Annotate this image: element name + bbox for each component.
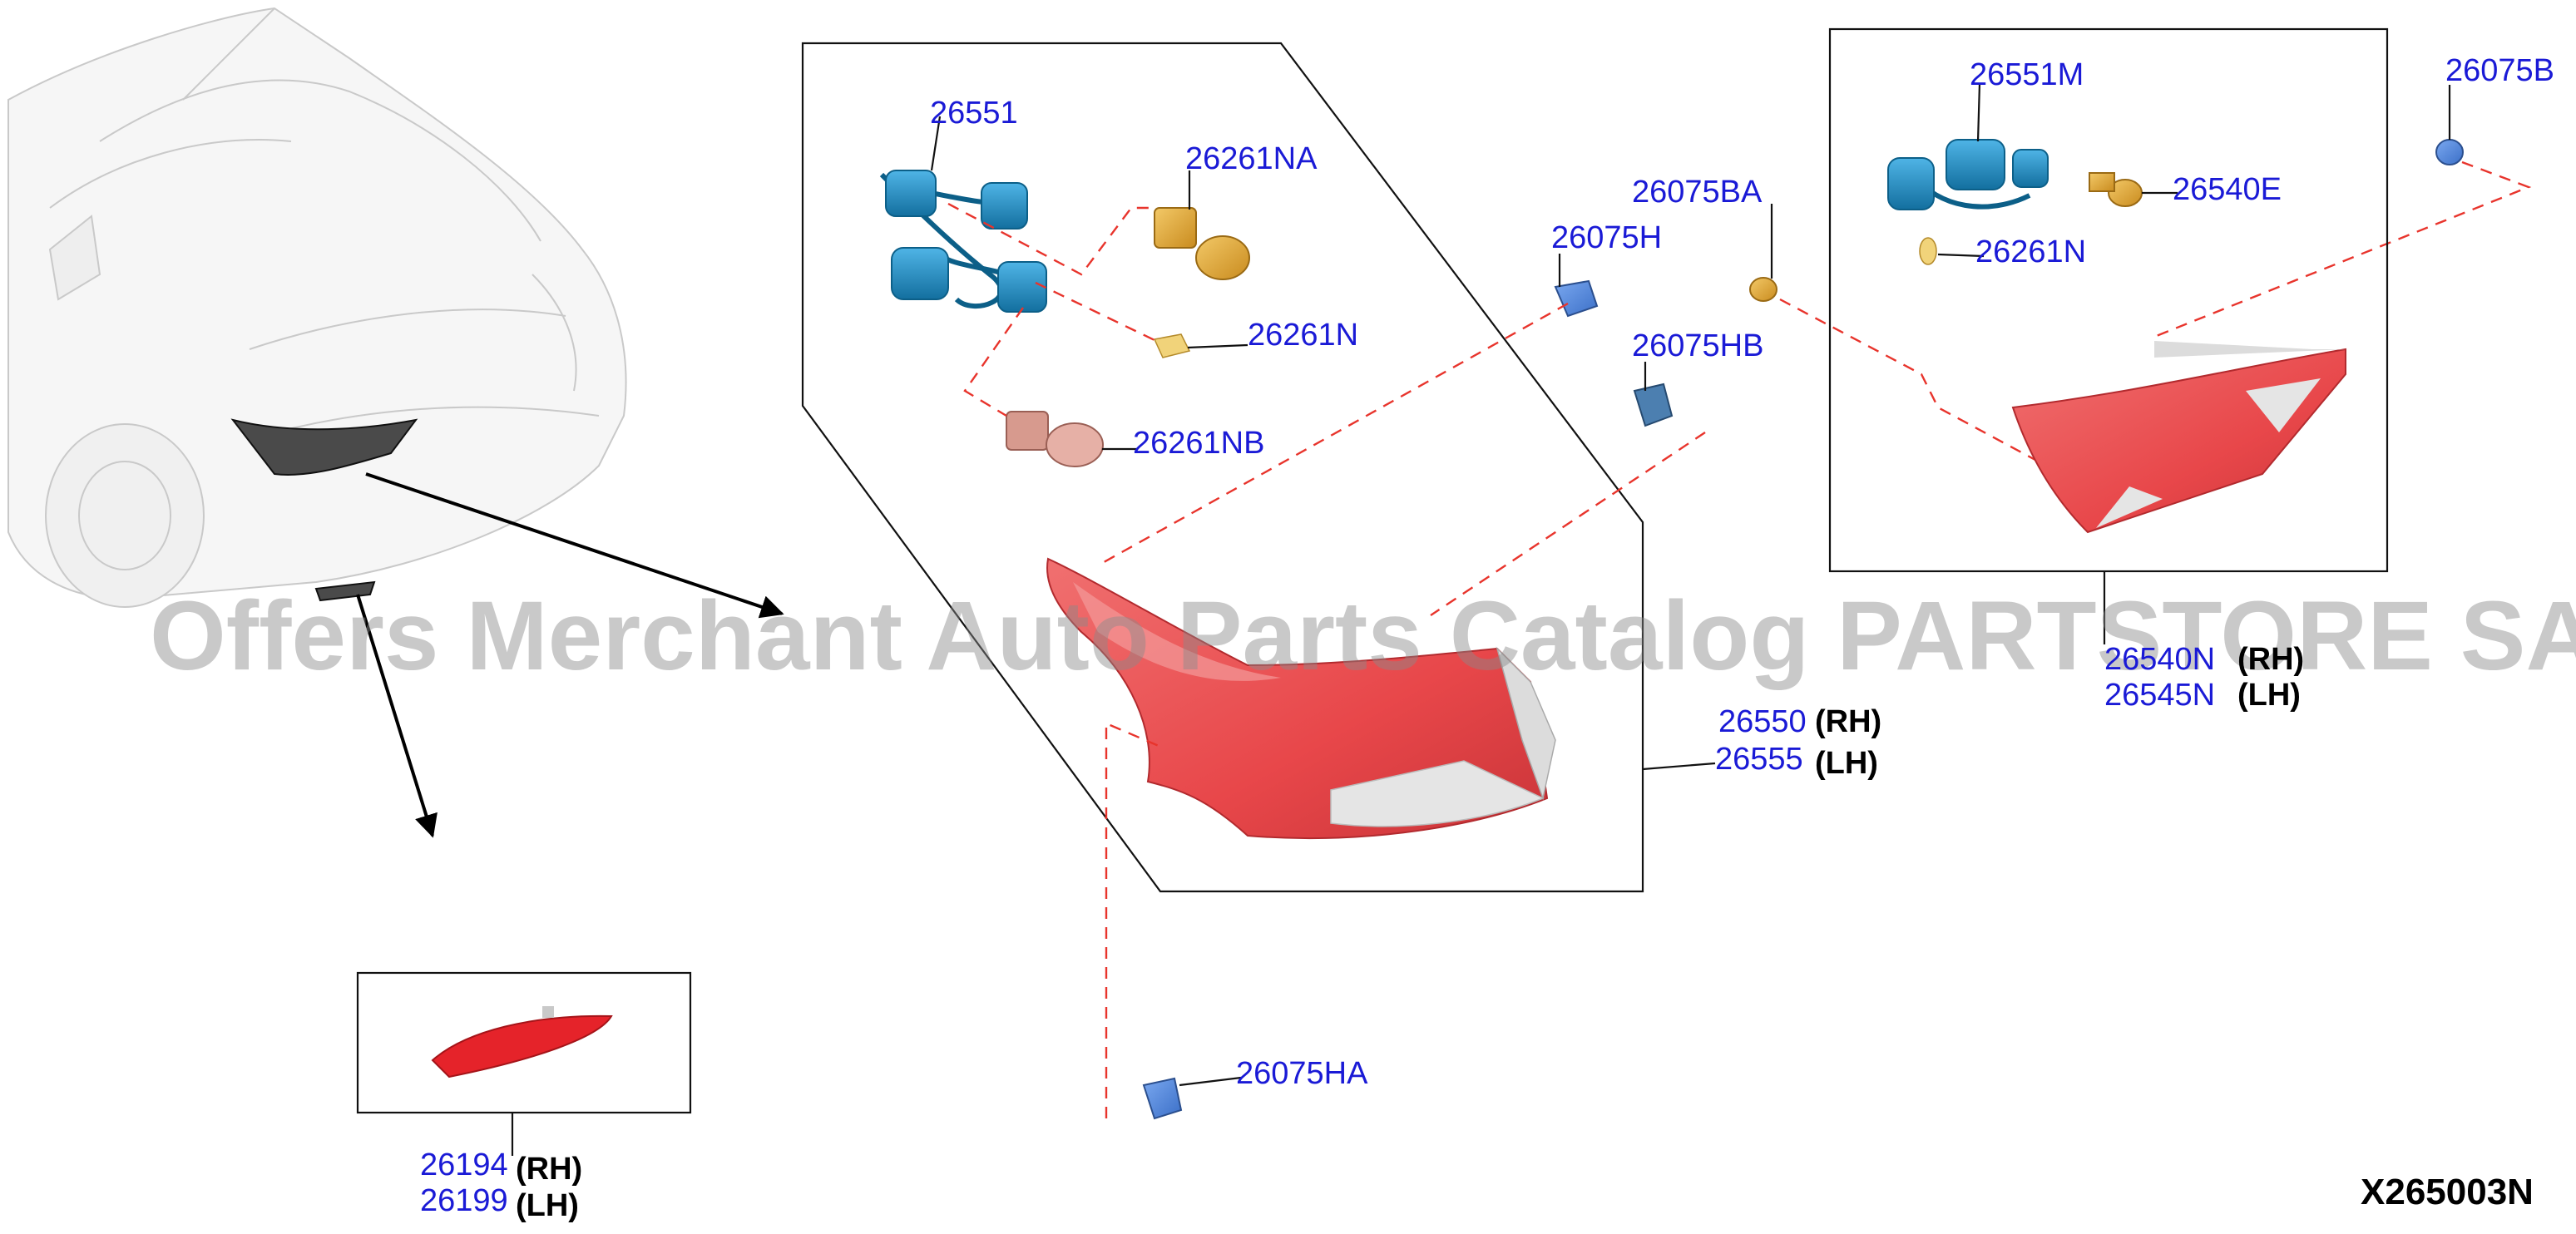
label-26075HA[interactable]: 26075HA	[1236, 1056, 1368, 1091]
lead-26551M	[1976, 82, 1981, 142]
label-26075B[interactable]: 26075B	[2445, 53, 2554, 88]
reflector-icon	[431, 1006, 613, 1079]
bulb-26261NA-icon	[1154, 207, 1250, 280]
side-lh-26545N: (LH)	[2237, 678, 2301, 713]
label-26194[interactable]: 26194	[420, 1148, 508, 1182]
label-26199[interactable]: 26199	[420, 1183, 508, 1218]
clip-26075BA-icon	[1749, 277, 1777, 302]
lead-26261N-right	[1937, 253, 1985, 258]
socket-harness-right-icon	[1887, 139, 2049, 210]
bulb-26261N-left-icon	[1153, 333, 1191, 358]
arrow-to-reflector	[356, 594, 438, 838]
arrow-to-tail-lamp	[365, 472, 784, 619]
car-rear-outline-icon	[7, 7, 627, 608]
label-26540N[interactable]: 26540N	[2104, 642, 2215, 677]
car-tail-lamp-highlight	[230, 418, 418, 476]
dash-26075H-to-lamp	[1097, 302, 1569, 567]
dash-socket-to-bulbs	[947, 202, 1156, 276]
label-26555[interactable]: 26555	[1715, 742, 1803, 777]
dash-socket-to-26261N	[1035, 281, 1157, 343]
clip-26075HB-icon	[1633, 383, 1674, 427]
bulb-26540E-icon	[2089, 172, 2143, 207]
clip-26075HA-icon	[1142, 1077, 1183, 1120]
side-rh-26540N: (RH)	[2237, 642, 2304, 677]
car-reflector-highlight	[314, 580, 376, 602]
bulb-26261N-right-icon	[1919, 237, 1937, 265]
reflector-box	[356, 971, 692, 1114]
dash-26075HB-to-lamp	[1430, 432, 1706, 616]
inner-tail-lamp-icon	[2011, 341, 2346, 534]
side-lh-26199: (LH)	[516, 1188, 579, 1223]
lead-26550	[1642, 762, 1716, 771]
dash-socket-to-26261NB	[963, 307, 1024, 417]
side-rh-26194: (RH)	[516, 1152, 582, 1187]
bulb-26261NB-icon	[1006, 411, 1104, 467]
label-26075H[interactable]: 26075H	[1551, 220, 1662, 255]
side-lh-26555: (LH)	[1815, 746, 1878, 781]
watermark-text: Offers Merchant Auto Parts Catalog PARTS…	[150, 581, 2576, 691]
tail-lamp-icon	[1046, 557, 1556, 839]
main-assembly-box	[801, 42, 1644, 893]
label-26551[interactable]: 26551	[930, 96, 1018, 131]
label-26540E[interactable]: 26540E	[2173, 172, 2282, 207]
dash-26075BA-to-lamp	[1779, 298, 2047, 467]
dash-26075B-to-inner	[2153, 160, 2532, 338]
side-rh-26550: (RH)	[1815, 704, 1881, 739]
diagram-code: X265003N	[2361, 1172, 2534, 1212]
label-26550[interactable]: 26550	[1718, 704, 1807, 739]
label-26261NA[interactable]: 26261NA	[1185, 141, 1318, 176]
label-26261N-right[interactable]: 26261N	[1975, 234, 2086, 269]
lead-26551	[930, 116, 942, 171]
label-26261NB[interactable]: 26261NB	[1133, 426, 1264, 461]
label-26075HB[interactable]: 26075HB	[1632, 328, 1763, 363]
clip-26075H-icon	[1554, 279, 1599, 318]
clip-26075B-icon	[2435, 139, 2464, 165]
label-26551M[interactable]: 26551M	[1970, 57, 2084, 92]
label-26075BA[interactable]: 26075BA	[1632, 175, 1763, 210]
lead-26261N-left	[1187, 343, 1248, 349]
inner-lamp-box	[1828, 27, 2389, 573]
label-26261N-left[interactable]: 26261N	[1248, 318, 1358, 353]
label-26545N[interactable]: 26545N	[2104, 678, 2215, 713]
socket-harness-icon	[879, 170, 1047, 313]
lead-26075HA	[1179, 1076, 1242, 1087]
